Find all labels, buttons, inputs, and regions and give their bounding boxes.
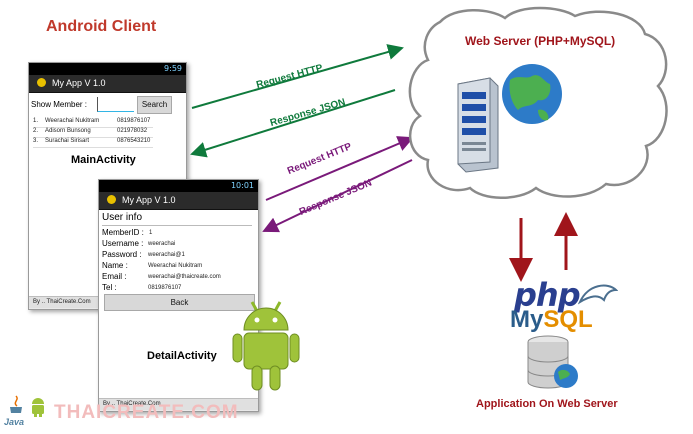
status-bar: 10:01 (99, 180, 258, 192)
row-number: 3. (33, 138, 39, 144)
app-logo-icon (107, 195, 116, 205)
row-tel: 021978032 (117, 128, 148, 134)
email-label: Email : (102, 272, 127, 281)
row-name: Weerachai Nukitram (45, 118, 100, 124)
clock: 10:01 (230, 181, 254, 190)
username-label: Username : (102, 239, 144, 248)
row-tel: 0819876107 (117, 118, 151, 124)
row-number: 2. (33, 128, 39, 134)
detail-activity-label: DetailActivity (147, 350, 217, 362)
member-list: 1. Weerachai Nukitram 0819876107 2. Adis… (33, 118, 153, 148)
row-name: Surachai Sirisart (45, 138, 90, 144)
mysql-my-text: My (510, 306, 544, 333)
row-number: 1. (33, 118, 39, 124)
clock: 9:59 (164, 64, 182, 73)
app-title: My App V 1.0 (122, 195, 176, 205)
server-icon (457, 64, 562, 173)
php-logo: php (514, 276, 581, 314)
app-title: My App V 1.0 (52, 78, 106, 88)
list-item[interactable]: 2. Adisorn Bunsong 021978032 (33, 128, 153, 138)
thaicreate-brand: THAICREATE.COM (54, 402, 239, 423)
response-arrow-2 (262, 159, 413, 233)
app-bar: My App V 1.0 (29, 75, 186, 93)
detail-screen: User info MemberID : 1 Username : weerac… (99, 210, 258, 410)
app-logo-icon (37, 78, 46, 88)
app-on-server-label: Application On Web Server (476, 398, 618, 410)
search-button[interactable]: Search (137, 96, 172, 114)
member-id-value: 1 (149, 230, 153, 236)
tel-value: 0819876107 (148, 285, 182, 291)
main-activity-label: MainActivity (71, 154, 136, 166)
detail-activity-phone: 10:01 My App V 1.0 User info MemberID : … (98, 179, 259, 412)
user-info-heading: User info (102, 212, 143, 223)
password-value: weerachai@1 (148, 252, 185, 258)
row-tel: 0876543210 (117, 138, 151, 144)
request-arrow-2 (265, 136, 414, 201)
name-value: Weerachai Nukitram (148, 263, 203, 269)
member-id-label: MemberID : (102, 228, 144, 237)
android-client-title: Android Client (46, 18, 157, 35)
request-arrow-1 (191, 44, 404, 109)
web-server-title: Web Server (PHP+MySQL) (465, 34, 616, 48)
list-item[interactable]: 1. Weerachai Nukitram 0819876107 (33, 118, 153, 128)
java-label: Java (4, 417, 25, 427)
detail-footer: By .. ThaiCreate.Com (99, 398, 258, 410)
database-icon (527, 335, 578, 389)
email-value: weerachai@thaicreate.com (148, 274, 221, 280)
mysql-sql-text: SQL (543, 306, 593, 333)
row-name: Adisorn Bunsong (45, 128, 91, 134)
back-button[interactable]: Back (104, 294, 255, 311)
android-small-icon (32, 398, 44, 417)
status-bar: 9:59 (29, 63, 186, 75)
name-label: Name : (102, 261, 128, 270)
android-robot-icon (232, 301, 300, 391)
response-arrow-1 (190, 89, 396, 158)
heading-divider (102, 225, 252, 226)
java-cup-icon (10, 395, 22, 413)
mysql-logo: MySQL (510, 306, 593, 334)
search-input[interactable] (97, 97, 134, 112)
dolphin-icon (578, 284, 618, 305)
username-value: weerachai (148, 241, 176, 247)
password-label: Password : (102, 250, 142, 259)
list-item[interactable]: 3. Surachai Sirisart 0876543210 (33, 138, 153, 148)
show-member-label: Show Member : (31, 100, 88, 109)
tel-label: Tel : (102, 283, 117, 292)
app-bar: My App V 1.0 (99, 192, 258, 210)
